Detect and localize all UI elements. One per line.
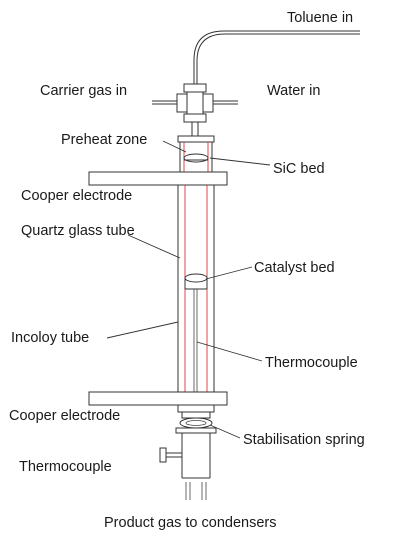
quartz-glass-tube-label: Quartz glass tube [21,223,135,239]
bottom-electrode-plate [88,391,228,406]
inlet-cross-fitting [152,83,238,136]
incoloy-tube-label: Incoloy tube [11,330,89,346]
stabilisation-spring-label: Stabilisation spring [243,432,365,448]
leader-lines [106,140,271,439]
top-electrode-plate [88,171,228,186]
stabilisation-spring-assembly [175,404,217,434]
internal-thermocouple [193,289,198,392]
catalyst-bed-label: Catalyst bed [254,260,335,276]
toluene-in-label: Toluene in [287,10,353,26]
cooper-electrode-top-label: Cooper electrode [21,188,132,204]
incoloy-tube-body [177,185,215,392]
water-in-label: Water in [267,83,320,99]
catalyst-bed-shape [184,273,208,290]
carrier-gas-in-label: Carrier gas in [40,83,127,99]
sic-bed-label: SiC bed [273,161,325,177]
preheat-zone-assembly [177,135,215,173]
thermocouple-left-label: Thermocouple [19,459,112,475]
product-gas-label: Product gas to condensers [104,515,277,531]
thermocouple-right-label: Thermocouple [265,355,358,371]
lower-thermocouple-port [159,447,182,463]
preheat-zone-label: Preheat zone [61,132,147,148]
outlet-tube [181,433,211,500]
toluene-feed-line [193,30,360,84]
cooper-electrode-bottom-label: Cooper electrode [9,408,120,424]
